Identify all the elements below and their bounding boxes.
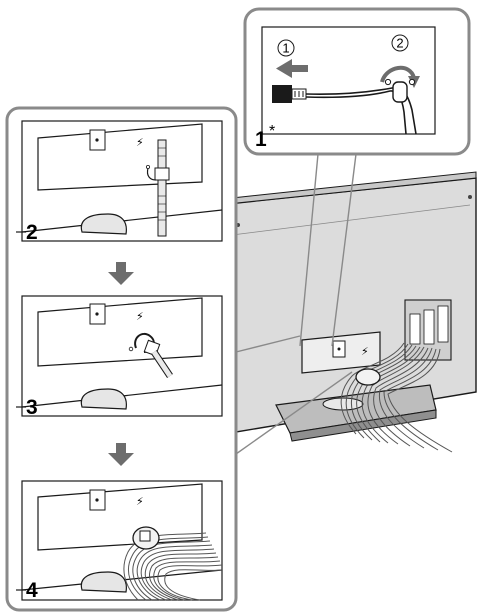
audio-connector-icon: ⚡ — [136, 136, 144, 149]
callout-1-label: 1 — [282, 41, 289, 56]
callout-2-label: 2 — [396, 36, 403, 51]
callout-2: 2 — [392, 35, 408, 51]
step-2-number: 2 — [26, 221, 38, 244]
step-1-number: 1 — [255, 128, 267, 151]
step-1-footnote-mark: * — [269, 123, 275, 140]
callout-1: 1 — [278, 40, 294, 56]
step-4-number: 4 — [26, 579, 38, 602]
audio-connector-icon: ⚡ — [136, 310, 144, 323]
step-2-frame: ⚡ 2 — [16, 121, 222, 244]
tv-cable-holder — [356, 369, 380, 385]
step-3-number: 3 — [26, 396, 38, 419]
step-3-frame: ⚡ 3 — [16, 296, 222, 419]
audio-connector-icon: ⚡ — [136, 495, 144, 508]
audio-connector-icon: ⚡ — [361, 345, 369, 358]
steps-2-4-panel: ⚡ 2 — [7, 108, 236, 610]
step-4-frame: ⚡ 4 — [16, 481, 222, 602]
step-1-panel: 1 2 1 * — [245, 9, 469, 154]
tv-rear-view: ⚡ — [218, 172, 476, 452]
